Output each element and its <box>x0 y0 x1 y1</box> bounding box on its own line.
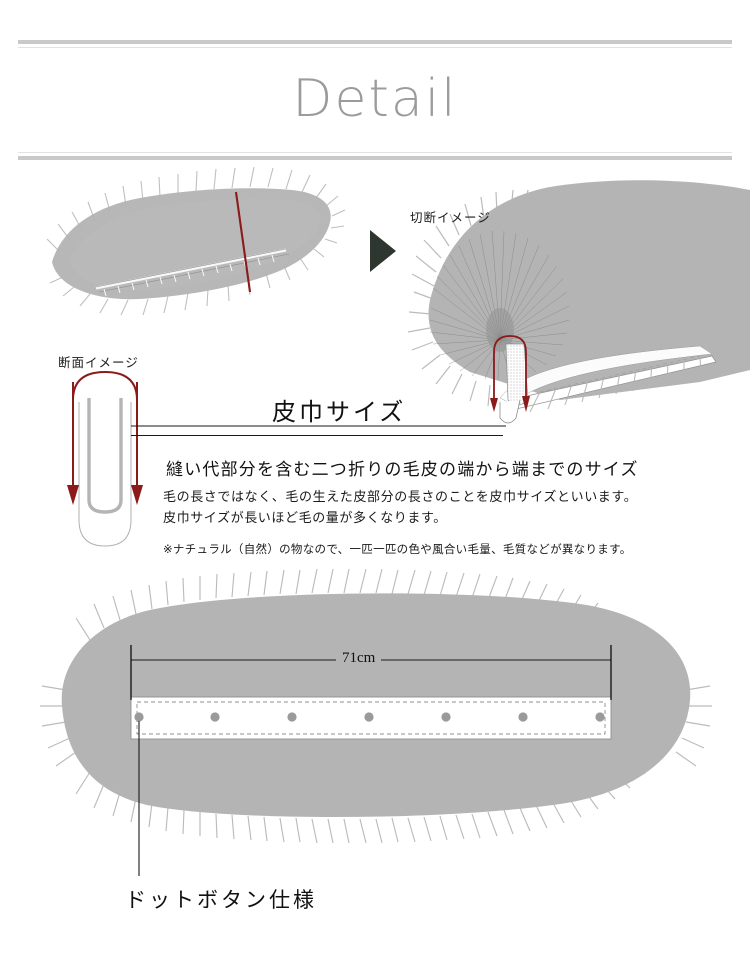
dot-button-caption: ドットボタン仕様 <box>125 888 317 912</box>
rule-thick-line <box>18 40 732 44</box>
stole-flat-illustration <box>40 568 712 876</box>
size-lead-text: 縫い代部分を含む二つ折りの毛皮の端から端までのサイズ <box>166 460 639 480</box>
page-header: Detail <box>0 40 750 170</box>
size-body-line-2: 皮巾サイズが長いほど毛の量が多くなります。 <box>163 511 447 526</box>
header-rule-bottom <box>18 152 732 160</box>
section-image-label: 断面イメージ <box>58 355 139 370</box>
page-title: Detail <box>292 69 458 129</box>
arrow-right-icon <box>370 230 396 272</box>
rule-thin-line <box>18 47 732 48</box>
rule-thin-line <box>18 152 732 153</box>
fold-arrow-right <box>131 485 143 505</box>
cut-image-label: 切断イメージ <box>410 210 491 225</box>
rule-thick-line <box>18 156 732 160</box>
fold-marker-cutaway <box>490 335 530 424</box>
stitch-line <box>136 701 606 735</box>
fiber-fan <box>429 230 570 381</box>
lining-strip <box>130 696 612 740</box>
size-note: ※ナチュラル（自然）の物なので、一匹一匹の色や風合い毛量、毛質などが異なります。 <box>163 542 632 556</box>
cut-line-indicator <box>234 191 252 293</box>
width-measurement-label: 71cm <box>336 650 382 667</box>
size-body-line-1: 毛の長さではなく、毛の生えた皮部分の長さのことを皮巾サイズといいます。 <box>163 490 638 505</box>
size-heading-rule <box>131 435 503 436</box>
dot-buttons <box>134 712 605 722</box>
header-rule-top <box>18 40 732 48</box>
size-heading: 皮巾サイズ <box>272 398 407 426</box>
stole-whole-illustration <box>46 166 346 316</box>
fold-arrow-left <box>67 485 79 505</box>
